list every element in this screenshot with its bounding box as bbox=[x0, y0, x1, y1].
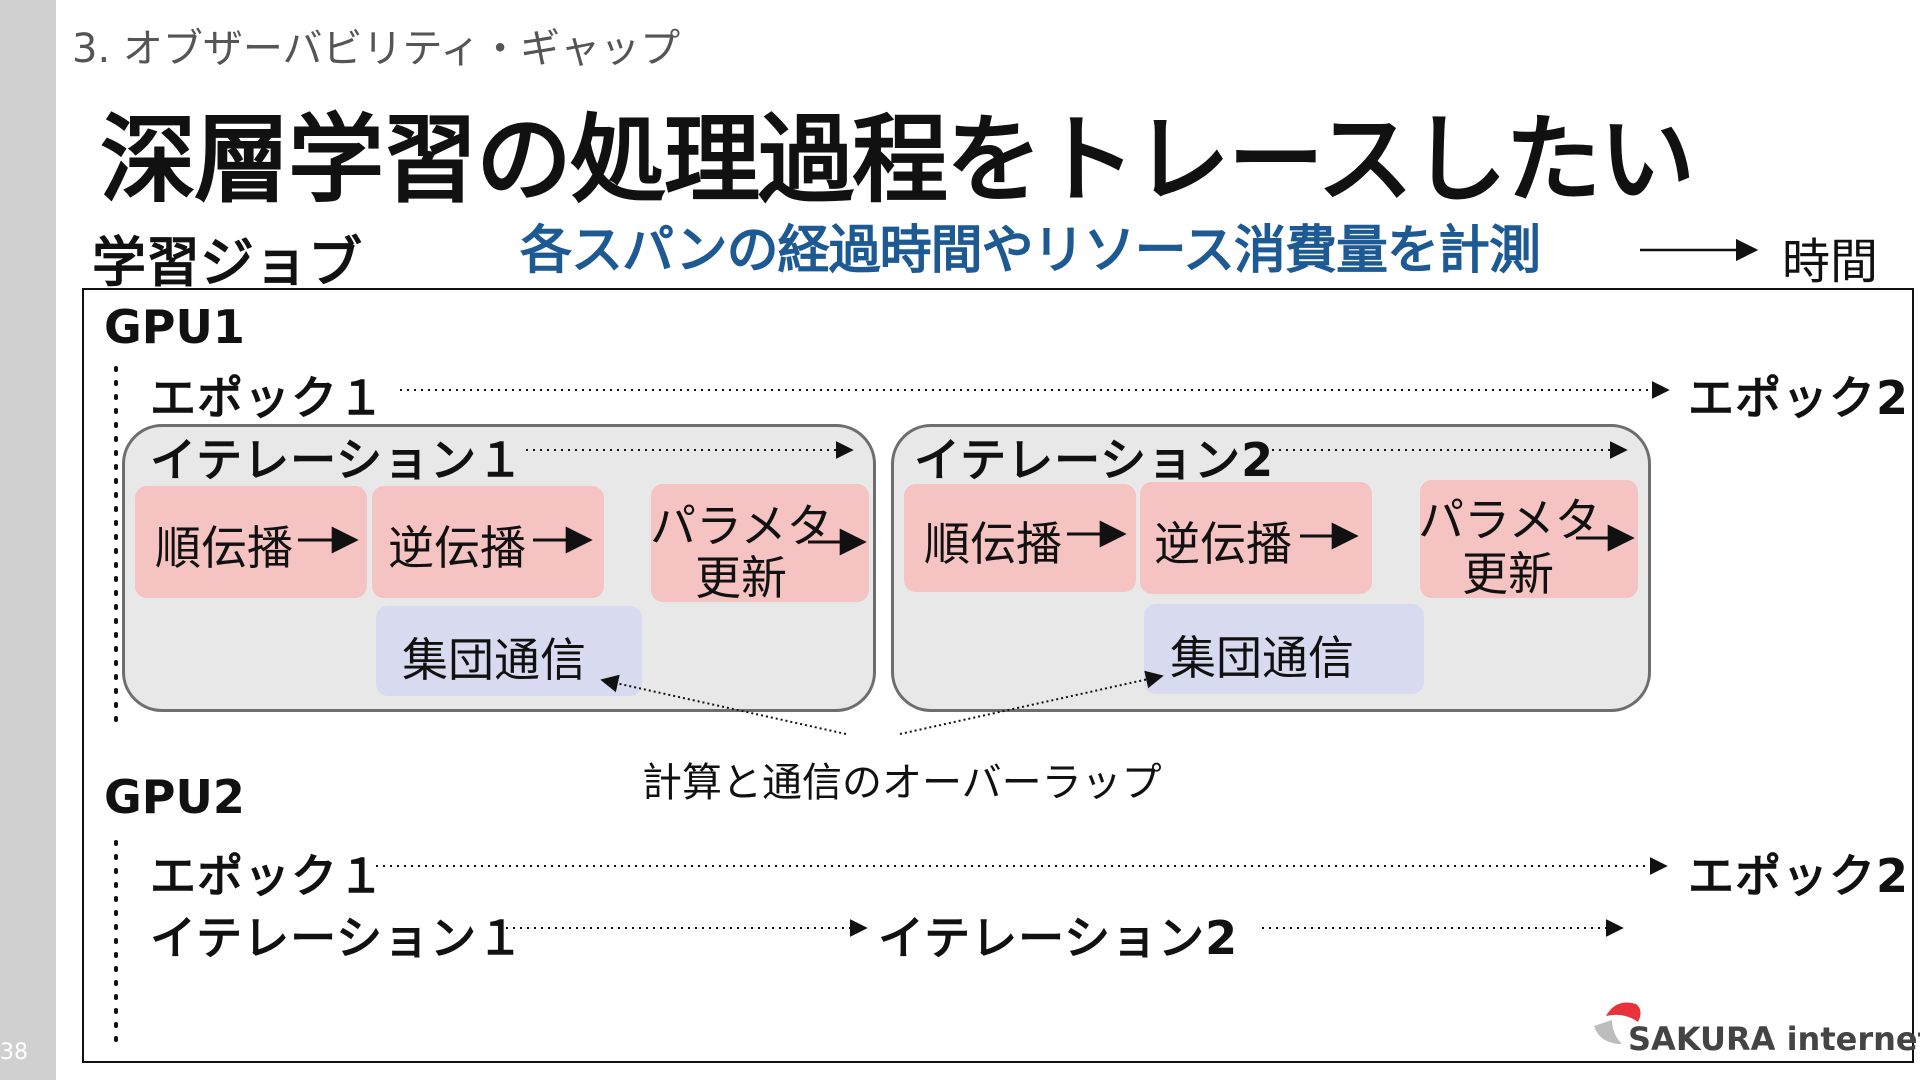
overlap-note: 計算と通信のオーバーラップ bbox=[642, 760, 1162, 806]
param-update-label-line1: パラメタ bbox=[1418, 493, 1601, 547]
gpu2-iteration2-label: イテレーション2 bbox=[878, 911, 1239, 965]
collective-comm-label: 集団通信 bbox=[1170, 631, 1354, 685]
sakura-logo-mark bbox=[1594, 1002, 1641, 1044]
gpu2-label: GPU2 bbox=[104, 770, 245, 824]
backward-label: 逆伝播 bbox=[1154, 517, 1292, 571]
time-axis-label: 時間 bbox=[1782, 234, 1879, 290]
backward-box bbox=[372, 486, 604, 598]
param-update-label-line1: パラメタ bbox=[650, 499, 833, 553]
gpu2-epoch-start: エポック１ bbox=[150, 849, 385, 903]
collective-comm-box bbox=[376, 606, 642, 696]
overlap-pointer-arrow bbox=[600, 674, 847, 735]
param-update-label-line2: 更新 bbox=[695, 551, 787, 605]
job-label: 学習ジョブ bbox=[92, 231, 362, 294]
collective-comm-box bbox=[1144, 604, 1424, 694]
backward-label: 逆伝播 bbox=[388, 521, 526, 575]
iteration1-label: イテレーション１ bbox=[150, 433, 525, 487]
job-frame bbox=[82, 288, 1914, 1063]
sakura-logo-text: SAKURA internet bbox=[1628, 1020, 1920, 1058]
overlap-pointer-arrow bbox=[899, 670, 1164, 735]
forward-label: 順伝播 bbox=[924, 517, 1062, 571]
gpu1-epoch-end: エポック2 bbox=[1688, 371, 1910, 425]
page-number: 38 bbox=[0, 1040, 28, 1065]
forward-label: 順伝播 bbox=[155, 521, 293, 575]
section-heading: 3. オブザーバビリティ・ギャップ bbox=[72, 26, 681, 72]
slide-sidebar bbox=[0, 0, 56, 1080]
slide-subtitle: 各スパンの経過時間やリソース消費量を計測 bbox=[520, 221, 1541, 281]
forward-box bbox=[904, 484, 1136, 592]
gpu2-iteration1-label: イテレーション１ bbox=[150, 911, 525, 965]
gpu1-label: GPU1 bbox=[104, 300, 245, 354]
collective-comm-label: 集団通信 bbox=[402, 633, 586, 687]
slide-title: 深層学習の処理過程をトレースしたい bbox=[100, 104, 1695, 216]
forward-box bbox=[135, 486, 367, 598]
gpu2-epoch-end: エポック2 bbox=[1688, 849, 1910, 903]
gpu1-epoch-start: エポック１ bbox=[150, 371, 385, 425]
iteration2-label: イテレーション2 bbox=[914, 433, 1275, 487]
param-update-label-line2: 更新 bbox=[1462, 547, 1554, 601]
